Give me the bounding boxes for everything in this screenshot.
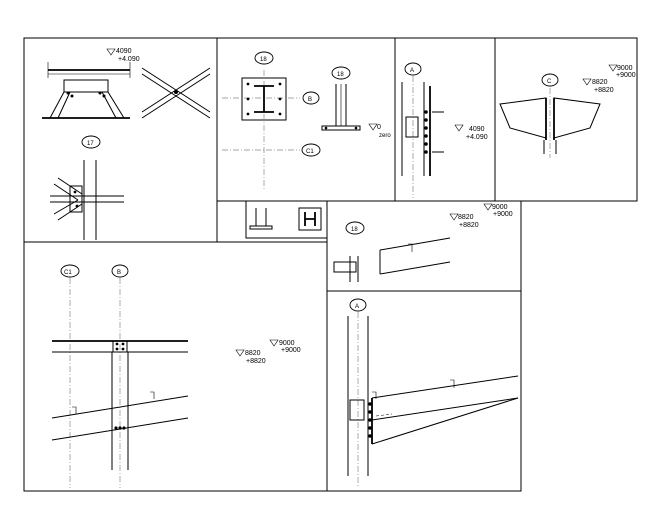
level-label: +9000 [616, 72, 636, 79]
level-label: 4090 [469, 126, 485, 133]
level-label: 0 [377, 124, 381, 131]
level-label: 4090 [116, 48, 132, 55]
level-label: 9000 [492, 204, 508, 211]
level-label: +4.090 [466, 134, 488, 141]
level-label: +9000 [493, 211, 513, 218]
level-label: 8820 [245, 350, 261, 357]
panel-rafter-junction: C1 B 9000 +9000 8820 +8820 [51, 264, 301, 488]
level-label: +9000 [281, 347, 301, 354]
axis-label: B [117, 270, 121, 276]
axis-label: A [355, 304, 359, 310]
level-label: 8820 [592, 79, 608, 86]
level-label: zero [379, 133, 391, 139]
level-label: +8820 [246, 358, 266, 365]
level-label: 8820 [458, 214, 474, 221]
panel-ridge-c: 9000 +9000 8820 +8820 C [499, 64, 636, 158]
panel-base-plate: 18 B C1 18 0 zero [222, 51, 391, 190]
level-label: +4.090 [118, 56, 140, 63]
axis-label: B [308, 97, 312, 103]
panel-purlin-18: 9000 +9000 8820 +8820 18 [333, 203, 513, 282]
detail-tag: 18 [260, 57, 267, 63]
panel-small-section [249, 207, 322, 231]
panel-bracing-detail: 4090 +4.090 17 [42, 48, 211, 240]
level-label: +8820 [594, 87, 614, 94]
axis-label: C [547, 79, 552, 85]
level-label: 9000 [617, 65, 633, 72]
axis-label: A [410, 68, 414, 74]
level-label: +8820 [459, 222, 479, 229]
level-label: 9000 [279, 340, 295, 347]
panel-frames [23, 37, 638, 492]
detail-tag: 18 [337, 72, 344, 78]
panel-knee-a: A [347, 298, 519, 488]
panel-column-a: A 4090 +4.090 [401, 62, 488, 198]
axis-label: C1 [64, 270, 72, 276]
detail-tag: 17 [87, 141, 94, 147]
detail-tag: 18 [351, 227, 358, 233]
axis-label: C1 [306, 149, 314, 155]
